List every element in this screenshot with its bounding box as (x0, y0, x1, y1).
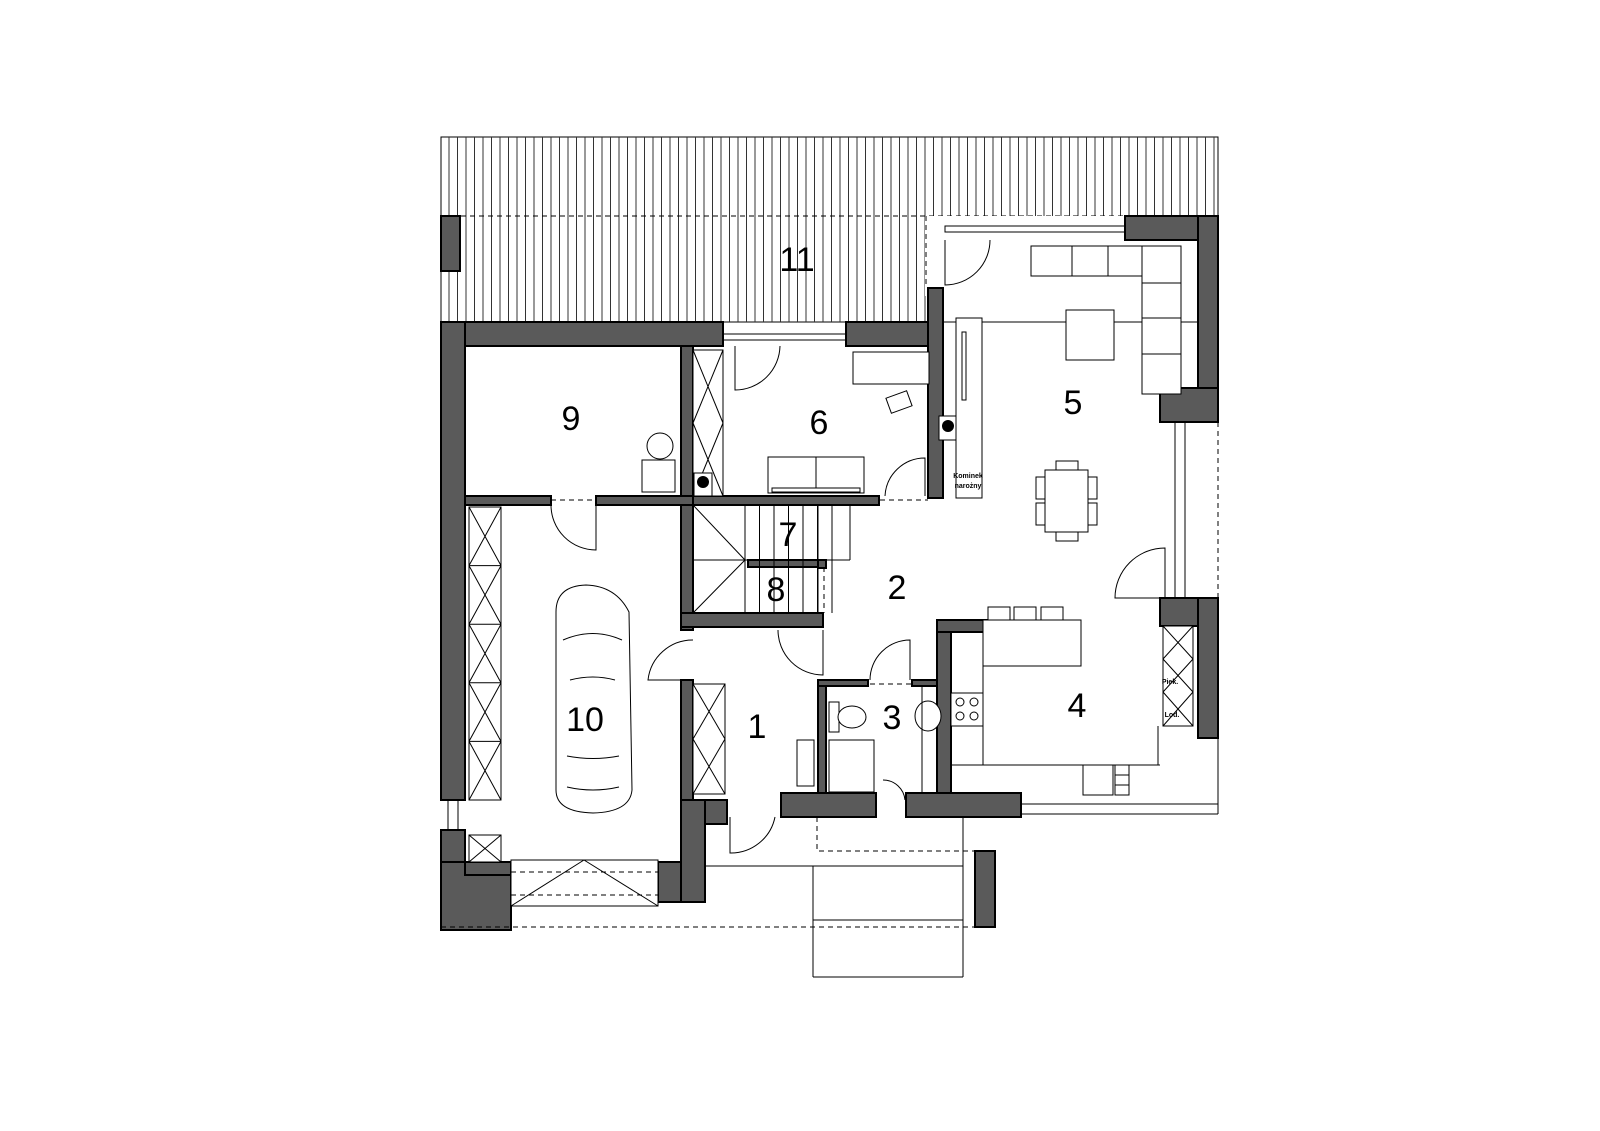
door-swing-icon (869, 639, 911, 681)
fireplace-label-1: Kominek (953, 473, 983, 480)
living-furniture (1030, 245, 1182, 542)
stairs (692, 504, 851, 614)
room-8-label: 8 (767, 571, 786, 609)
garage-door-icon (510, 859, 659, 907)
dining-table-icon (1044, 469, 1089, 533)
room-3-label: 3 (883, 699, 902, 737)
fireplace-label-2: narożny (955, 483, 982, 490)
terrace-pillar-left (440, 215, 461, 272)
door-swing-icon (884, 457, 926, 497)
kitchen-island (982, 619, 1082, 667)
shower (828, 739, 875, 793)
door-swing-icon (734, 345, 781, 391)
room-7-label: 7 (779, 516, 798, 554)
windows (447, 225, 1219, 831)
wardrobes (468, 349, 1194, 863)
coffee-table (1065, 309, 1115, 361)
fridge-label: Lod. (1165, 712, 1180, 719)
room-5-label: 5 (1064, 384, 1083, 422)
kitchen-furniture: Piek. Lod. (950, 606, 1180, 796)
wc-furniture (828, 686, 942, 793)
room-4-label: 4 (1068, 687, 1087, 725)
sink-icon (914, 700, 942, 732)
sink-icon (1082, 764, 1114, 796)
oven-label: Piek. (1162, 679, 1178, 686)
entrance-area (441, 817, 975, 978)
door-swing-icon (1114, 547, 1166, 599)
doors (550, 239, 1166, 854)
room-labels: 1 2 3 4 5 6 7 8 9 10 11 (562, 241, 1087, 746)
room-2-label: 2 (888, 569, 907, 607)
desk (852, 351, 930, 385)
door-swing-icon (882, 779, 906, 801)
room-1-label: 1 (748, 708, 767, 746)
door-swing-icon (550, 504, 597, 551)
room-10-label: 10 (566, 701, 604, 739)
room-6-label: 6 (810, 404, 829, 442)
door-swing-icon (647, 639, 694, 681)
fireplace: Kominek narożny (953, 317, 983, 499)
door-swing-icon (777, 629, 824, 676)
stove-icon (950, 692, 984, 727)
terrace-area (440, 136, 1219, 323)
door-swing-icon (729, 816, 776, 854)
study-furniture (767, 351, 930, 494)
car-icon (555, 584, 633, 814)
boiler-equipment (641, 432, 676, 493)
vestibule-bench (796, 739, 815, 787)
chimney-flue-icon (693, 415, 958, 497)
toilet-icon (837, 705, 867, 729)
room-9-label: 9 (562, 400, 581, 438)
door-swing-icon (944, 239, 991, 286)
room-11-label: 11 (779, 241, 814, 279)
office-chair (885, 390, 913, 414)
